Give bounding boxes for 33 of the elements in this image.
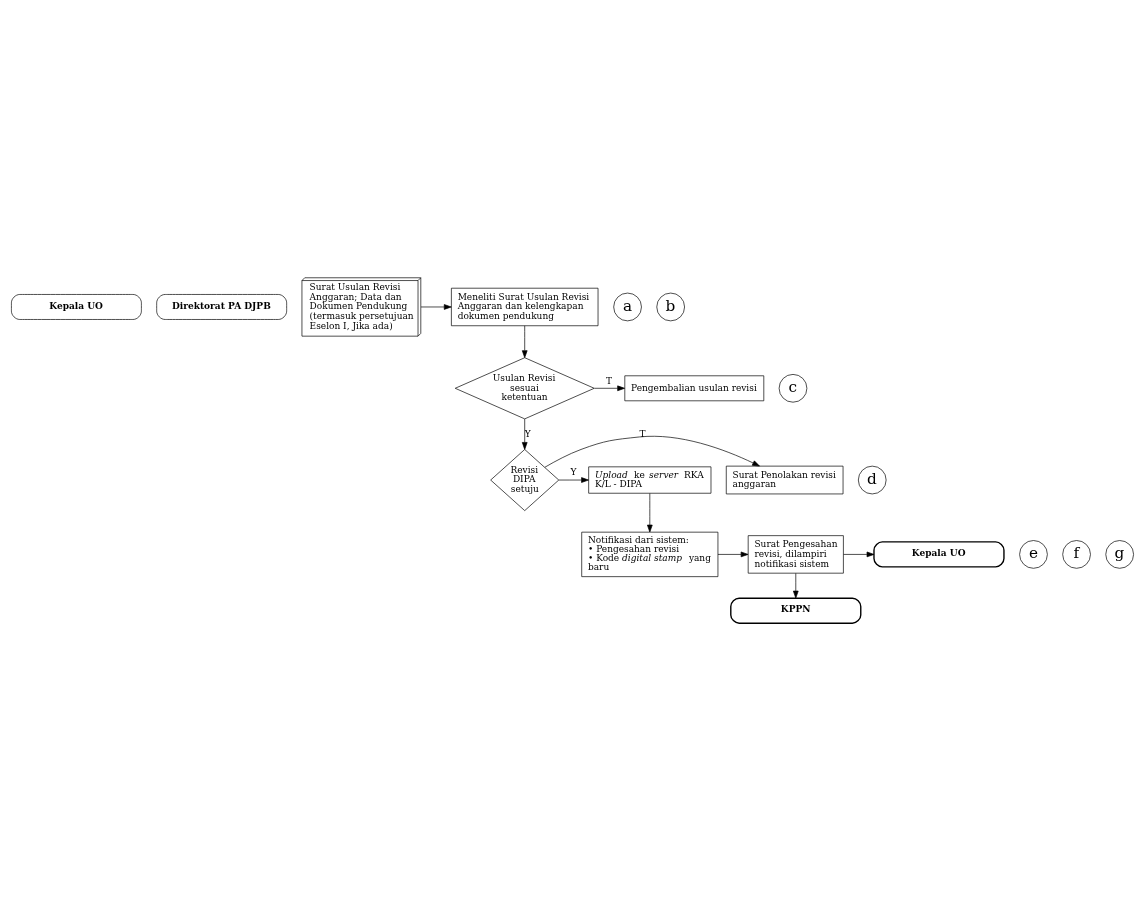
edge-label: T	[606, 375, 613, 386]
node-box: KPPN	[730, 597, 862, 624]
node-circle: a	[613, 292, 642, 321]
node-box: Notifikasi dari sistem: • Pengesahan revisi • Kode digital stamp yang baru	[581, 531, 719, 577]
node-diamond: Revisi DIPA setuju	[490, 448, 560, 511]
node-circle: c	[778, 373, 808, 403]
arrow	[558, 476, 589, 483]
edge-label: Y	[570, 466, 577, 477]
node-circle: f	[1062, 539, 1091, 569]
arrow	[594, 385, 625, 391]
node-box: Kepala UO	[873, 540, 1005, 568]
arrow	[843, 551, 875, 557]
node-circle: d	[858, 465, 887, 494]
node-circle: b	[656, 292, 685, 321]
arrow	[793, 572, 799, 598]
node-box: Meneliti Surat Usulan Revisi Anggaran dan kelengkapan dokumen pendukung	[451, 287, 599, 326]
arrow	[717, 551, 749, 557]
node-box: Upload ke server RKA K/L - DIPA	[588, 465, 712, 494]
node-diamond: Usulan Revisi sesuai ketentuan	[454, 356, 595, 419]
arrow	[420, 303, 452, 310]
node-box: Pengembalian usulan revisi	[624, 374, 765, 401]
arrow	[521, 324, 528, 358]
node-box: Surat Pengesahan revisi, dilampiri notifikasi sistem	[747, 534, 844, 574]
node-box: Direktorat PA DJPB	[156, 293, 287, 320]
arrow	[521, 418, 528, 450]
arrow	[647, 492, 653, 532]
node-box: Surat Penolakan revisi anggaran	[725, 465, 844, 494]
node-circle: g	[1105, 539, 1134, 569]
node-circle: e	[1019, 539, 1048, 569]
edge-label: T	[639, 428, 646, 439]
node-box: Kepala UO	[11, 293, 142, 320]
arrow	[544, 435, 760, 468]
edge-label: Y	[524, 428, 531, 439]
